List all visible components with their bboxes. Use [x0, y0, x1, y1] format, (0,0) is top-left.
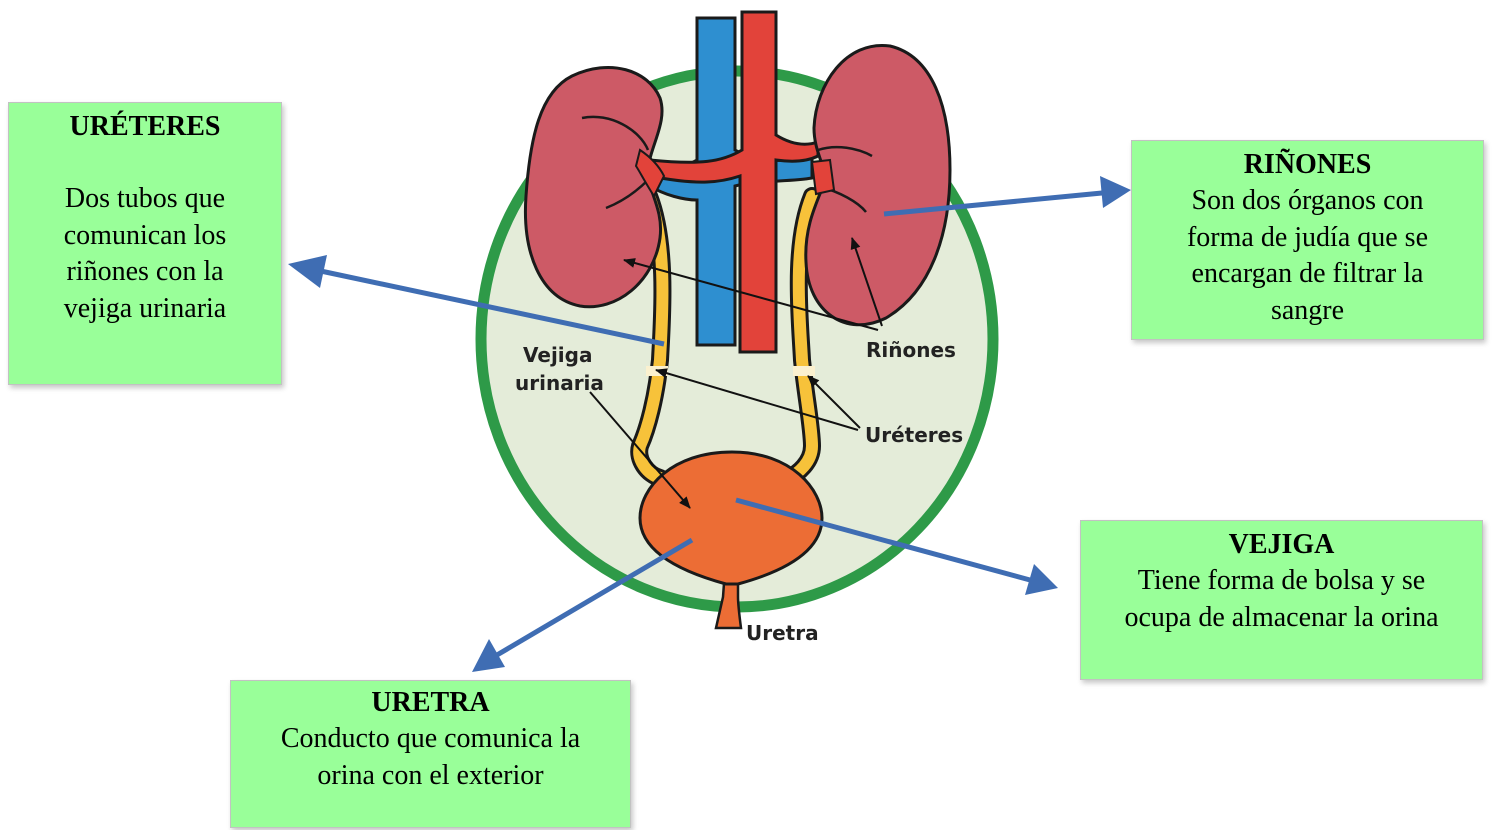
label-urethra: Uretra [746, 621, 819, 645]
card-ureteres-line-4: vejiga urinaria [9, 291, 281, 327]
card-vejiga: VEJIGA Tiene forma de bolsa y se ocupa d… [1080, 520, 1483, 680]
card-uretra: URETRA Conducto que comunica la orina co… [230, 680, 631, 828]
right-ureter-band [793, 366, 815, 376]
card-uretra-line-2: orina con el exterior [231, 758, 630, 794]
card-ureteres-line-1: Dos tubos que [9, 181, 281, 217]
pointer-ureteres-head [288, 255, 327, 288]
card-uretra-line-1: Conducto que comunica la [231, 721, 630, 757]
card-rinones-line-1: Son dos órganos con [1132, 183, 1483, 219]
label-ureters: Uréteres [865, 423, 963, 447]
card-ureteres-line-3: riñones con la [9, 254, 281, 290]
right-renal-vessels [812, 160, 834, 194]
card-rinones-line-2: forma de judía que se [1132, 220, 1483, 256]
label-bladder-line2: urinaria [515, 371, 604, 395]
label-kidneys: Riñones [866, 338, 956, 362]
card-ureteres-title: URÉTERES [9, 109, 281, 145]
card-rinones-line-4: sangre [1132, 293, 1483, 329]
label-bladder-line1: Vejiga [523, 343, 592, 367]
pointer-rinones-head [1100, 176, 1131, 208]
card-rinones-line-3: encargan de filtrar la [1132, 256, 1483, 292]
card-uretra-title: URETRA [231, 685, 630, 721]
card-rinones-title: RIÑONES [1132, 147, 1483, 183]
card-ureteres-line-2: comunican los [9, 218, 281, 254]
card-rinones: RIÑONES Son dos órganos con forma de jud… [1131, 140, 1484, 340]
card-vejiga-line-2: ocupa de almacenar la orina [1081, 600, 1482, 636]
card-ureteres: URÉTERES Dos tubos que comunican los riñ… [8, 102, 282, 385]
card-vejiga-line-1: Tiene forma de bolsa y se [1081, 563, 1482, 599]
card-vejiga-title: VEJIGA [1081, 527, 1482, 563]
pointer-vejiga-head [1025, 564, 1058, 595]
